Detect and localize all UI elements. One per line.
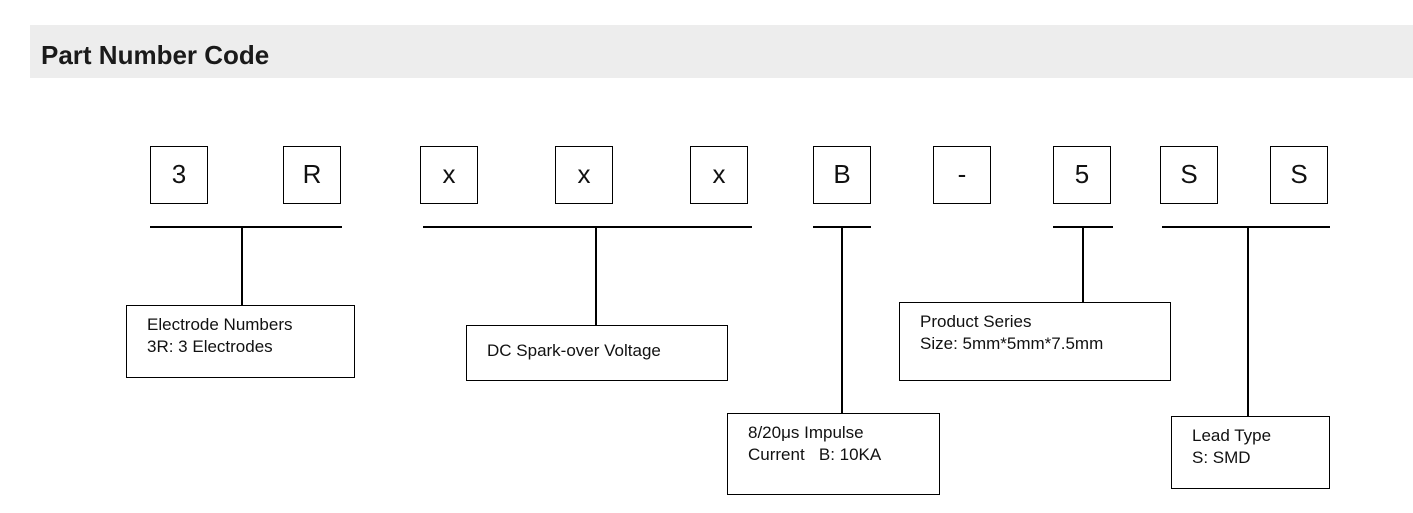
code-box-10: S <box>1270 146 1328 204</box>
electrode-label-line2: 3R: 3 Electrodes <box>147 337 273 356</box>
code-box-2: R <box>283 146 341 204</box>
voltage-label-line1: DC Spark-over Voltage <box>487 341 661 360</box>
code-box-7: - <box>933 146 991 204</box>
electrode-underline <box>150 226 342 228</box>
lead-underline <box>1162 226 1330 228</box>
lead-label-box: Lead Type S: SMD <box>1171 416 1330 489</box>
electrode-label-box: Electrode Numbers 3R: 3 Electrodes <box>126 305 355 378</box>
impulse-label-line1: 8/20μs Impulse <box>748 423 864 442</box>
impulse-connector <box>841 227 843 414</box>
code-box-6: B <box>813 146 871 204</box>
code-box-8: 5 <box>1053 146 1111 204</box>
section-header: Part Number Code <box>30 25 1413 78</box>
series-label-line1: Product Series <box>920 312 1032 331</box>
electrode-connector <box>241 227 243 306</box>
voltage-connector <box>595 227 597 326</box>
series-label-box: Product Series Size: 5mm*5mm*7.5mm <box>899 302 1171 381</box>
code-box-9: S <box>1160 146 1218 204</box>
series-connector <box>1082 227 1084 303</box>
code-box-3: x <box>420 146 478 204</box>
impulse-label-line2: Current B: 10KA <box>748 445 882 464</box>
electrode-label-line1: Electrode Numbers <box>147 315 293 334</box>
lead-label-line1: Lead Type <box>1192 426 1272 445</box>
section-title: Part Number Code <box>41 40 270 70</box>
lead-connector <box>1247 227 1249 417</box>
impulse-label-box: 8/20μs Impulse Current B: 10KA <box>727 413 940 495</box>
voltage-label-box: DC Spark-over Voltage <box>466 325 728 381</box>
lead-label-line2: S: SMD <box>1192 448 1251 467</box>
voltage-underline <box>423 226 752 228</box>
code-box-5: x <box>690 146 748 204</box>
series-label-line2: Size: 5mm*5mm*7.5mm <box>920 334 1104 353</box>
code-box-4: x <box>555 146 613 204</box>
code-box-1: 3 <box>150 146 208 204</box>
